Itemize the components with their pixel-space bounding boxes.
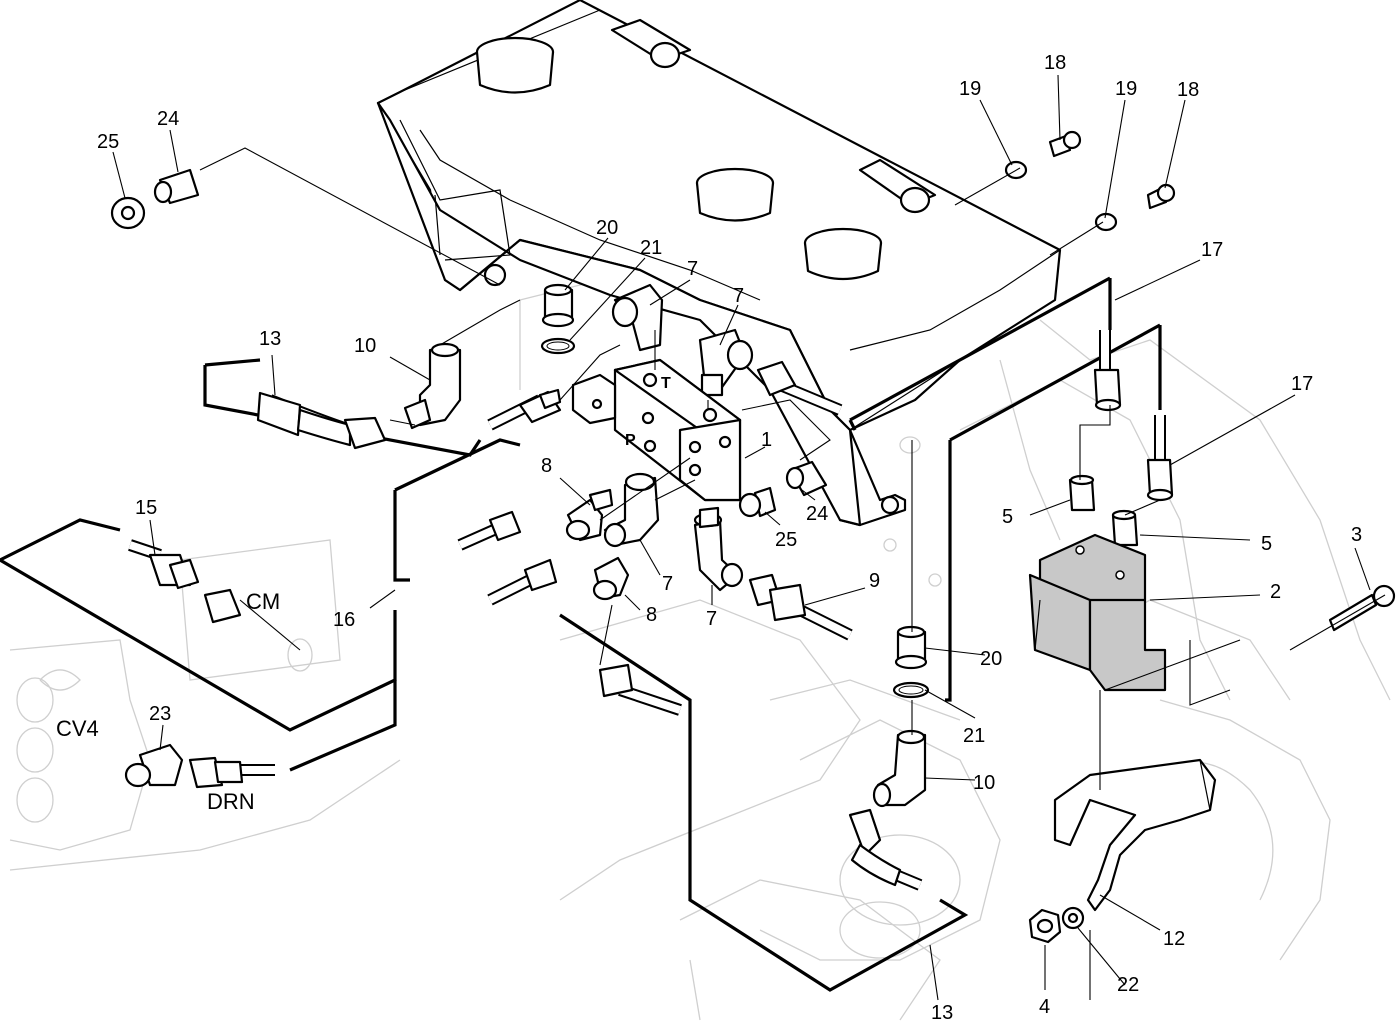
callout-13-upper: 13 <box>259 328 281 350</box>
callout-25-center: 25 <box>775 529 797 551</box>
valve-body-2 <box>1028 533 1167 692</box>
callout-1: 1 <box>761 429 772 451</box>
mounting-bracket-12 <box>1053 758 1217 912</box>
callout-10-upper: 10 <box>354 335 376 357</box>
callout-21-upper: 21 <box>640 237 662 259</box>
fittings <box>110 130 1396 887</box>
valve-stamp-p: P <box>625 432 636 449</box>
callout-7-top-right: 7 <box>733 285 744 307</box>
callout-8-upper: 8 <box>541 455 552 477</box>
callout-23: 23 <box>149 703 171 725</box>
callout-5-right: 5 <box>1261 533 1272 555</box>
callout-19-left: 19 <box>959 78 981 100</box>
valve-stamp-t: T <box>661 375 671 392</box>
callout-17-upper: 17 <box>1201 239 1223 261</box>
callout-7-lower: 7 <box>706 608 717 630</box>
hardware-4-22 <box>1028 906 1085 944</box>
callout-3: 3 <box>1351 524 1362 546</box>
callout-15: 15 <box>135 497 157 519</box>
callout-20-lower: 20 <box>980 648 1002 670</box>
callout-13-lower: 13 <box>931 1002 953 1024</box>
callout-21-lower: 21 <box>963 725 985 747</box>
callout-4: 4 <box>1039 996 1050 1018</box>
port-label-drn: DRN <box>207 789 255 814</box>
callout-19-right: 19 <box>1115 78 1137 100</box>
callout-7-top-left: 7 <box>687 258 698 280</box>
callout-16: 16 <box>333 609 355 631</box>
callout-24-upper: 24 <box>157 108 179 130</box>
callout-7-center: 7 <box>662 573 673 595</box>
callout-8-lower: 8 <box>646 604 657 626</box>
port-label-cv4: CV4 <box>56 716 99 741</box>
callout-18-right: 18 <box>1177 79 1199 101</box>
callout-18-left: 18 <box>1044 52 1066 74</box>
callout-10-lower: 10 <box>973 772 995 794</box>
callout-labels: 1 2 3 4 5 5 7 7 7 7 8 8 9 10 10 12 13 13… <box>97 52 1362 1024</box>
callout-2: 2 <box>1270 581 1281 603</box>
callout-22: 22 <box>1117 974 1139 996</box>
callout-20-upper: 20 <box>596 217 618 239</box>
callout-17-lower: 17 <box>1291 373 1313 395</box>
callout-24-center: 24 <box>806 503 828 525</box>
callout-5-left: 5 <box>1002 506 1013 528</box>
leader-lines <box>112 74 1386 1001</box>
callout-12: 12 <box>1163 928 1185 950</box>
callout-25-upper: 25 <box>97 131 119 153</box>
callout-9: 9 <box>869 570 880 592</box>
port-label-cm: CM <box>246 589 280 614</box>
